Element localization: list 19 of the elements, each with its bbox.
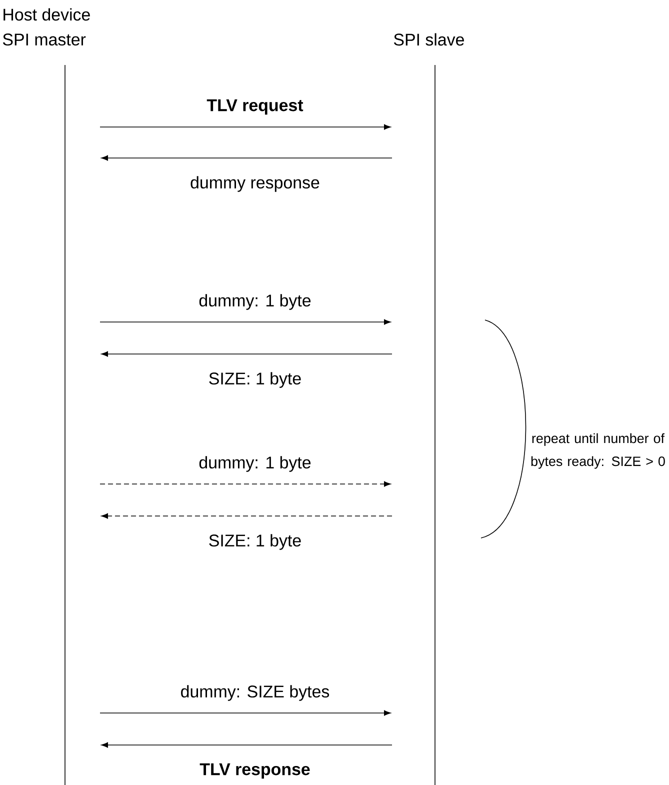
edge-label: SIZE: 1 byte [209, 372, 301, 388]
lifeline-label: Host device SPI master [2, 8, 90, 46]
arrow [101, 513, 392, 519]
edge-label: TLV request [206, 99, 304, 115]
arrow [101, 351, 392, 357]
arrow [100, 319, 391, 325]
edge-label: dummy: 1 byte [199, 456, 311, 472]
arrow [101, 742, 392, 748]
arrow [100, 710, 391, 716]
edge-label: dummy response [190, 176, 320, 192]
note-text: repeat until number of bytes ready: SIZE > 0 [531, 433, 665, 469]
edge-label: dummy: 1 byte [199, 294, 311, 310]
lifeline-label: SPI slave [394, 33, 464, 46]
arrow [101, 155, 392, 161]
arrow [100, 481, 391, 487]
edge-label: TLV response [200, 763, 310, 779]
edge-label: dummy: SIZE bytes [181, 685, 330, 701]
edge-label: SIZE: 1 byte [209, 534, 301, 550]
arrow [100, 124, 391, 130]
